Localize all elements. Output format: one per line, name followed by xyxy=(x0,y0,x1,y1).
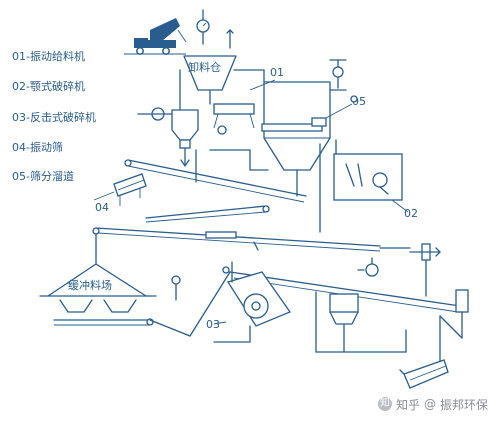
pump-icon xyxy=(357,257,379,277)
watermark-at: @ xyxy=(424,397,437,411)
upper-conveyor xyxy=(124,143,321,233)
legend-item-vibrating-screen: 04-振动筛 xyxy=(12,140,63,154)
tag-01: 01 xyxy=(270,66,284,79)
zhihu-watermark: 知 知乎 @ 振邦环保 xyxy=(378,394,488,414)
jaw-crusher-02: 02 xyxy=(333,139,418,220)
screening-chute-05: 05 xyxy=(311,95,366,127)
unloading-bin: 卸料仓 xyxy=(183,55,237,91)
product-silo xyxy=(315,291,407,353)
buffer-yard-label: 缓冲料场 xyxy=(68,278,112,292)
equipment-legend: 01-振动给料机 02-颚式破碎机 03-反击式破碎机 04-振动筛 05-筛分… xyxy=(12,49,96,183)
watermark-account: 振邦环保 xyxy=(440,397,489,412)
feed-silo xyxy=(137,69,199,167)
truck-scale-gauge-icon xyxy=(196,9,234,49)
zhihu-logo-icon: 知 xyxy=(378,397,392,411)
discharge-chute xyxy=(399,289,469,389)
watermark-platform: 知乎 xyxy=(396,397,421,412)
tag-04: 04 xyxy=(95,201,109,214)
tag-02: 02 xyxy=(404,207,418,220)
legend-item-impact-crusher: 03-反击式破碎机 xyxy=(12,110,96,124)
middle-conveyor xyxy=(92,205,411,265)
screening-bin xyxy=(233,69,347,197)
right-valve-icon xyxy=(409,243,441,297)
tag-03: 03 xyxy=(206,318,220,331)
impact-crusher-03: 03 xyxy=(206,261,291,343)
vibrating-screen-04: 04 xyxy=(93,173,147,214)
legend-item-vibrating-feeder: 01-振动给料机 xyxy=(12,49,85,63)
lower-conveyor xyxy=(149,266,461,337)
unloading-bin-label: 卸料仓 xyxy=(188,60,221,74)
stockpile-gauge-icon xyxy=(171,275,181,301)
dump-truck-icon xyxy=(124,18,187,55)
top-right-gauge-icon xyxy=(329,59,358,103)
vibrating-feeder-01: 01 xyxy=(209,66,284,135)
legend-item-screening-chute: 05-筛分溜道 xyxy=(12,169,74,183)
buffer-stockpile: 缓冲料场 xyxy=(39,263,157,326)
legend-item-jaw-crusher: 02-颚式破碎机 xyxy=(12,79,85,93)
